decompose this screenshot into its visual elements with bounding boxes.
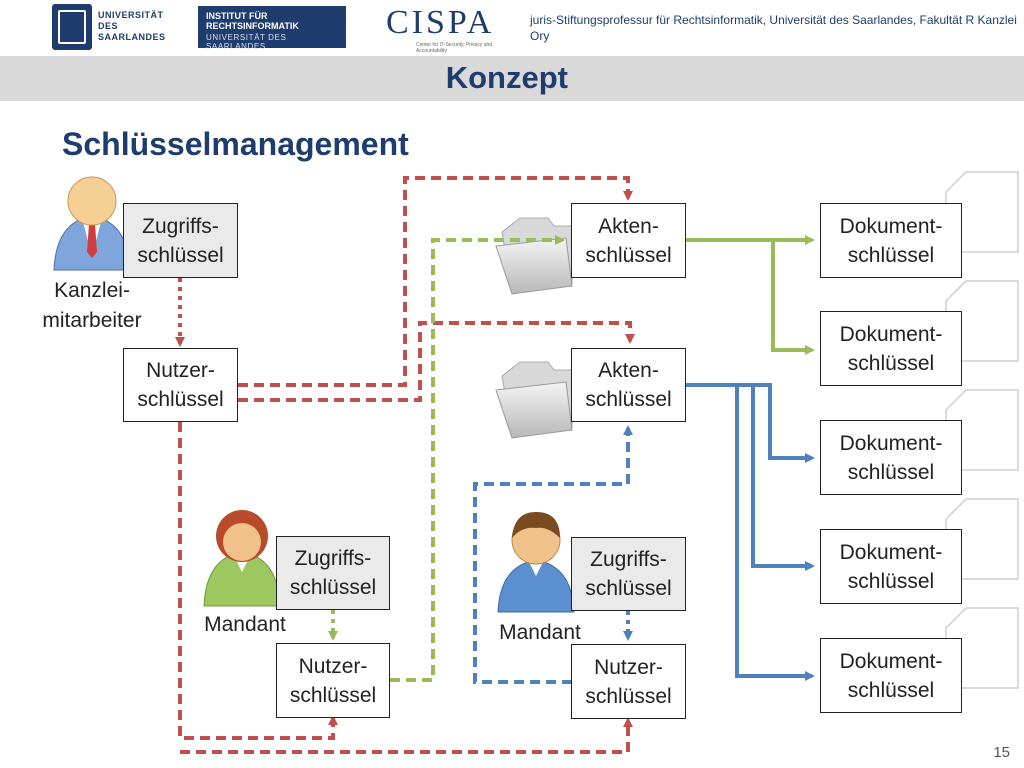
user-key-box: Nutzer- schlüssel <box>123 348 238 422</box>
green-document-path <box>686 235 815 355</box>
cispa-logo-text: CISPA <box>386 4 495 41</box>
university-logo: UNIVERSITÄT DES SAARLANDES <box>52 4 192 50</box>
cispa-logo-subtext: Center for IT-Security, Privacy and Acco… <box>416 42 493 54</box>
client-label: Mandant <box>499 621 581 644</box>
client-avatar-icon <box>203 510 281 607</box>
document-icon <box>945 171 1019 689</box>
access-key-box: Zugriffs- schlüssel <box>276 536 390 610</box>
employee-label: Kanzlei- mitarbeiter <box>42 279 142 332</box>
chair-text: juris-Stiftungsprofessur für Rechtsinfor… <box>530 13 1017 43</box>
folder-icon <box>495 217 573 295</box>
cispa-logo: CISPA Center for IT-Security, Privacy an… <box>386 2 496 54</box>
document-key-box: Dokument- schlüssel <box>820 420 962 495</box>
file-key-box: Akten- schlüssel <box>571 203 686 278</box>
document-key-box: Dokument- schlüssel <box>820 529 962 604</box>
access-key-box: Zugriffs- schlüssel <box>571 537 686 611</box>
university-logo-text: UNIVERSITÄT DES SAARLANDES <box>98 10 166 42</box>
user-key-box: Nutzer- schlüssel <box>571 644 686 719</box>
institute-logo-title: INSTITUT FÜR RECHTSINFORMATIK <box>206 11 299 31</box>
slide-subtitle: Schlüsselmanagement <box>62 126 409 162</box>
university-seal-icon <box>52 4 92 50</box>
document-key-box: Dokument- schlüssel <box>820 638 962 713</box>
green-key-path <box>328 235 565 682</box>
employee-avatar-icon <box>53 176 131 271</box>
blue-document-path <box>686 383 815 681</box>
document-key-box: Dokument- schlüssel <box>820 203 962 278</box>
file-key-box: Akten- schlüssel <box>571 348 686 422</box>
client-label: Mandant <box>204 613 286 636</box>
institute-logo-subtitle: UNIVERSITÄT DES SAARLANDES <box>206 33 287 51</box>
slide-title: Konzept <box>445 60 568 95</box>
user-key-box: Nutzer- schlüssel <box>276 643 390 718</box>
title-bar: Konzept <box>0 56 1024 101</box>
folder-icon <box>495 361 573 439</box>
document-key-box: Dokument- schlüssel <box>820 311 962 386</box>
access-key-box: Zugriffs- schlüssel <box>123 203 238 278</box>
page-number: 15 <box>993 744 1010 761</box>
blue-key-path <box>473 425 633 684</box>
client-avatar-icon <box>497 512 575 613</box>
red-key-path <box>175 176 635 754</box>
institute-logo: INSTITUT FÜR RECHTSINFORMATIK UNIVERSITÄ… <box>198 6 346 51</box>
